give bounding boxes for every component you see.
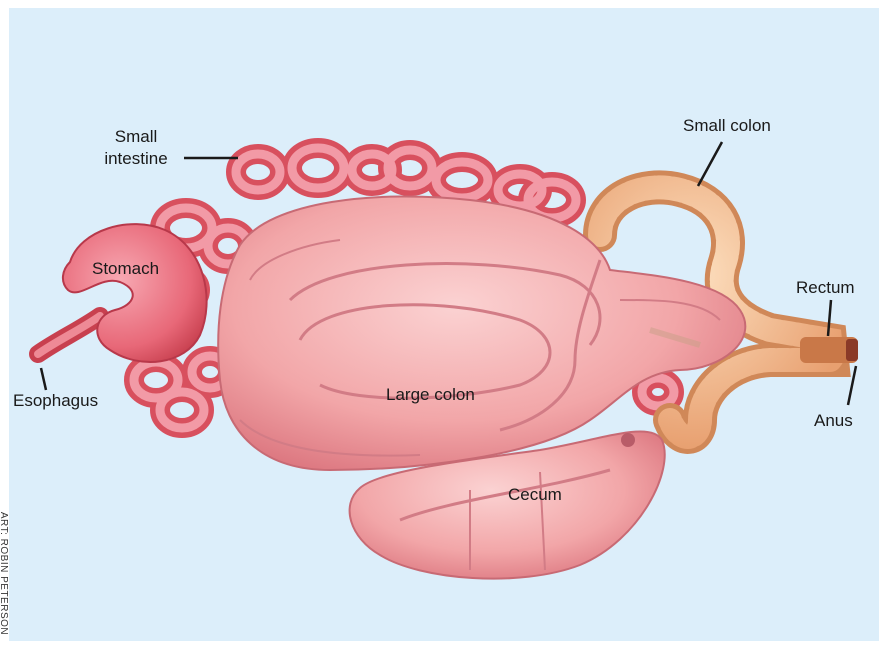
label-anus: Anus [814,410,853,432]
label-small-intestine: Small intestine [96,126,176,170]
label-stomach: Stomach [92,258,159,280]
stomach-shape [63,224,207,362]
rectum-shape [800,337,858,363]
art-credit: ART: ROBIN PETERSON [0,512,9,635]
label-small-intestine-line2: intestine [96,148,176,170]
label-cecum: Cecum [508,484,562,506]
label-esophagus: Esophagus [13,390,98,412]
label-large-colon: Large colon [386,384,475,406]
label-small-intestine-line1: Small [96,126,176,148]
label-small-colon: Small colon [683,115,771,137]
label-rectum: Rectum [796,277,855,299]
